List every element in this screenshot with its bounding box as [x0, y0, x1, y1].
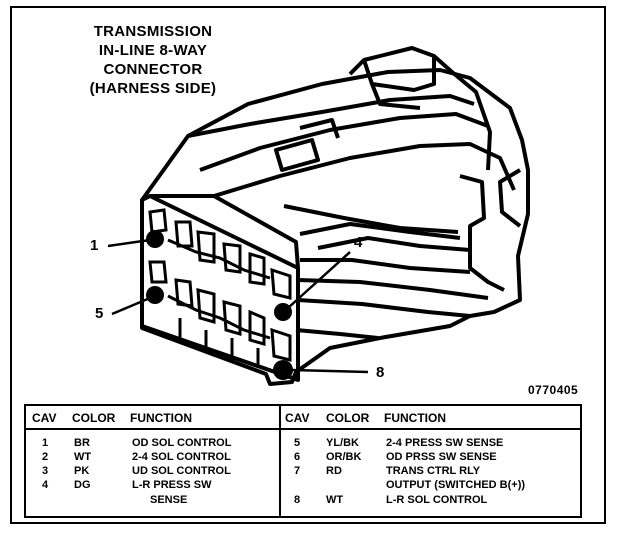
cavity-4-dot [274, 303, 292, 321]
leader-5 [111, 296, 151, 316]
left-row-4-function: L-R PRESS SW [132, 479, 212, 491]
right-row-1-cav: 5 [294, 437, 301, 449]
connector-illustration [107, 46, 530, 386]
figure-frame [10, 6, 606, 524]
cavity-1-dot [146, 230, 164, 248]
right-row-3-function-cont: OUTPUT (SWITCHED B(+)) [386, 479, 526, 491]
connector-face [140, 194, 300, 382]
pinout-table: CAV COLOR FUNCTION CAV COLOR FUNCTION 1 … [24, 404, 582, 518]
right-row-2-color: OR/BK [326, 451, 362, 463]
callout-8: 8 [376, 364, 385, 381]
header-cav-right: CAV [285, 411, 310, 425]
leader-4 [287, 251, 351, 309]
figure-id: 0770405 [528, 383, 579, 397]
right-row-4-color: WT [326, 494, 344, 506]
right-row-4-function: L-R SOL CONTROL [386, 494, 488, 506]
leader-1 [107, 238, 151, 248]
header-color-right: COLOR [326, 411, 370, 425]
table-header-rule [26, 428, 580, 430]
title-line-3: CONNECTOR [103, 61, 203, 78]
header-function-left: FUNCTION [130, 411, 192, 425]
left-row-4-color: DG [74, 479, 91, 491]
left-row-3-cav: 3 [42, 465, 49, 477]
left-row-3-color: PK [74, 465, 90, 477]
cavity-5-dot [146, 286, 164, 304]
right-row-2-function: OD PRSS SW SENSE [386, 451, 497, 463]
left-row-4-function-cont: SENSE [150, 494, 188, 506]
right-row-1-function: 2-4 PRESS SW SENSE [386, 437, 504, 449]
callout-4: 4 [354, 234, 363, 251]
left-row-1-cav: 1 [42, 437, 49, 449]
header-function-right: FUNCTION [384, 411, 446, 425]
callout-1: 1 [90, 237, 99, 254]
title-line-1: TRANSMISSION [93, 23, 213, 40]
header-color-left: COLOR [72, 411, 116, 425]
title-line-4: (HARNESS SIDE) [89, 80, 217, 97]
left-row-2-cav: 2 [42, 451, 49, 463]
left-row-4-cav: 4 [42, 479, 49, 491]
right-row-3-color: RD [326, 465, 342, 477]
connector-body-outline [140, 68, 530, 386]
diagram-title: TRANSMISSION IN-LINE 8-WAY CONNECTOR (HA… [64, 22, 242, 98]
right-row-2-cav: 6 [294, 451, 301, 463]
left-row-2-function: 2-4 SOL CONTROL [132, 451, 231, 463]
title-line-2: IN-LINE 8-WAY [98, 42, 208, 59]
left-row-3-function: UD SOL CONTROL [132, 465, 231, 477]
right-row-1-color: YL/BK [326, 437, 359, 449]
right-row-4-cav: 8 [294, 494, 301, 506]
table-divider [279, 406, 281, 516]
left-row-2-color: WT [74, 451, 92, 463]
cavity-8-dot [273, 360, 293, 380]
right-row-3-cav: 7 [294, 465, 301, 477]
leader-8 [291, 368, 369, 374]
right-row-3-function: TRANS CTRL RLY [386, 465, 481, 477]
left-row-1-function: OD SOL CONTROL [132, 437, 232, 449]
callout-5: 5 [95, 305, 104, 322]
header-cav-left: CAV [32, 411, 57, 425]
left-row-1-color: BR [74, 437, 90, 449]
